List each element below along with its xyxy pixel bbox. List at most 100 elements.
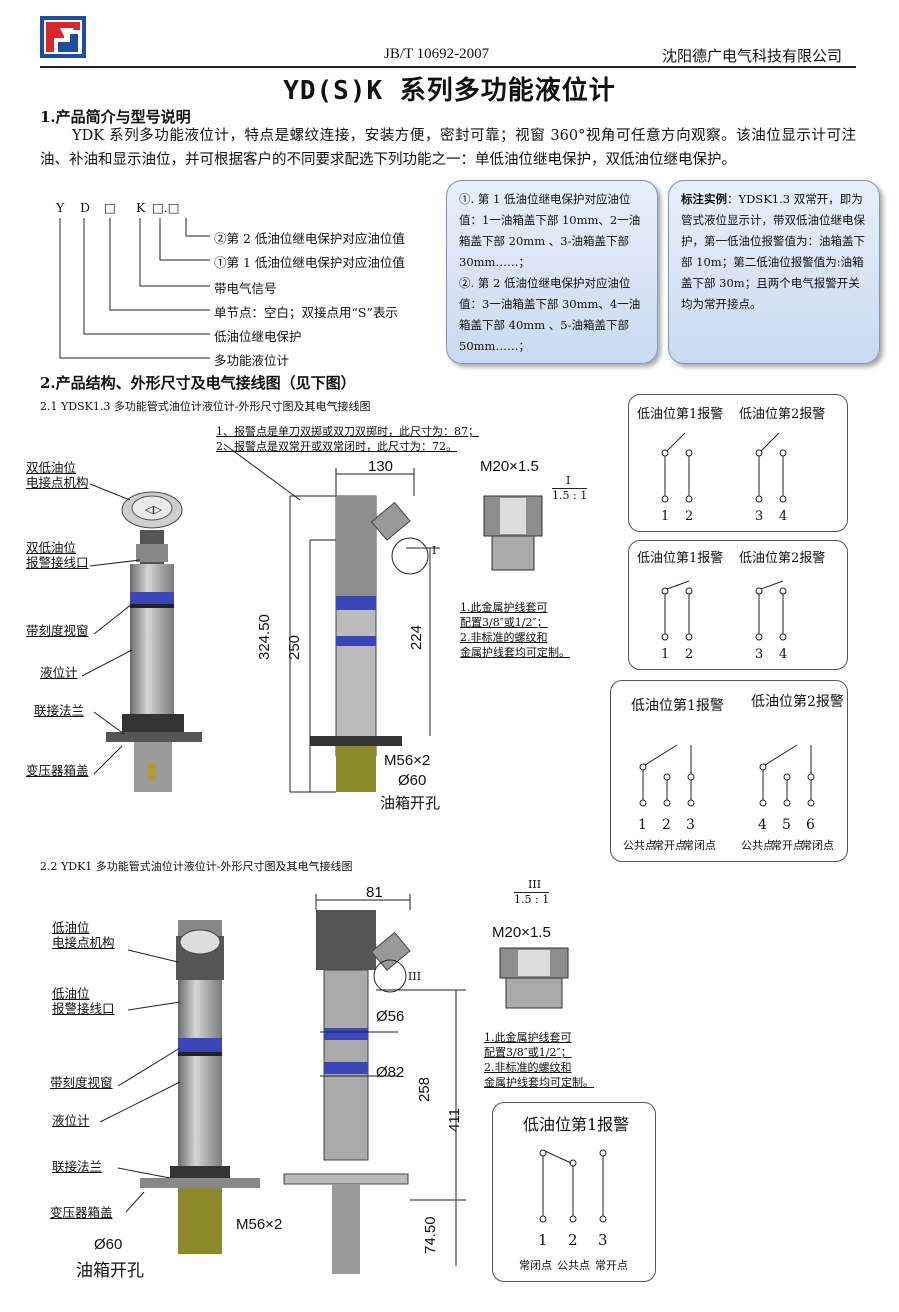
detail3-note: 2.非标准的螺纹和 [484,1061,572,1074]
detail1-note: 配置3/8″或1/2″； [460,616,548,629]
wiring-title: 低油位第2报警 [739,407,826,422]
terminal-number: 5 [782,817,791,833]
terminal-caption: 常闭点 [683,839,716,852]
code-label: 低油位继电保护 [214,329,302,344]
code-char: □.□ [152,200,180,215]
terminal-number: 2 [568,1231,578,1249]
code-char: K [136,200,146,215]
standard-number: JB/T 10692-2007 [384,46,490,62]
terminal-caption: 常开点 [595,1259,628,1272]
terminal-number: 4 [758,817,767,833]
dim-width: 81 [366,884,383,901]
terminal-caption: 公共点 [623,839,656,852]
detail-callout: I [432,544,437,557]
figure1-product-view: ◁▷ [100,480,210,810]
model-code-diagram: Y D □ K □.□ ②第 2 低油位继电保护对应油位值 ①第 1 低油位继电… [40,196,440,370]
terminal-number: 4 [779,647,788,662]
dim-total-height: 324.50 [256,614,273,660]
company-logo [40,16,86,58]
detail3-note: 配置3/8″或1/2″； [484,1046,572,1059]
wiring-diagram-4: 低油位第1报警 1 2 3 常闭点 公共点 常开点 [492,1102,656,1282]
terminal-number: 3 [755,509,764,524]
detail1-note: 1.此金属护线套可 [460,601,548,614]
label-level-gauge: 液位计 [40,665,78,680]
wiring-title: 低油位第2报警 [751,694,844,710]
detail-callout: III [408,970,422,983]
example-label: 标注实例 [681,192,727,206]
wiring-title: 低油位第1报警 [523,1115,630,1134]
terminal-number: 2 [685,509,694,524]
terminal-number: 2 [685,647,694,662]
code-label: 带电气信号 [214,281,277,296]
terminal-number: 6 [806,817,815,833]
intro-paragraph: YDK 系列多功能液位计，特点是螺纹连接，安装方便，密封可靠；视窗 360°视角… [40,128,856,168]
label-tank-cover: 变压器箱盖 [50,1205,113,1220]
code-char: □ [104,200,116,215]
terminal-caption: 常闭点 [801,839,834,852]
relay-setting-2: ②. 第 2 低油位继电保护对应油位值：3一油箱盖下部 30mm、4一油箱盖下部… [459,276,641,353]
terminal-number: 4 [779,509,788,524]
detail-thread: M20×1.5 [492,924,551,941]
code-label: ①第 1 低油位继电保护对应油位值 [214,255,405,270]
wiring-title: 低油位第1报警 [631,698,724,714]
figure1-note-2: 2、报警点是双常开或双常闭时，此尺寸为：72。 [216,440,457,453]
wiring-diagram-1: 低油位第1报警 低油位第2报警 1 2 3 4 [628,394,848,532]
page-title: YD(S)K 系列多功能液位计 [283,76,616,106]
figure1-dimension-drawing: 130 324.50 250 224 I [256,458,460,820]
code-label: 多功能液位计 [214,353,290,368]
section2-heading: 2.产品结构、外形尺寸及电气接线图（见下图） [40,374,356,392]
detail1-view [478,486,548,576]
section1-heading: 1.产品简介与型号说明 [40,108,191,126]
detail-scale: 1.5 : 1 [514,892,550,906]
terminal-caption: 常开点 [771,839,804,852]
terminal-number: 1 [538,1231,548,1249]
detail-scale: 1.5 : 1 [552,488,588,502]
relay-setting-box: ①. 第 1 低油位继电保护对应油位值：1一油箱盖下部 10mm、2一油箱盖下部… [446,180,658,364]
detail-id: III [528,878,542,891]
dim-thread: M56×2 [236,1216,283,1233]
company-name: 沈阳德广电气科技有限公司 [662,47,843,65]
relay-setting-1: ①. 第 1 低油位继电保护对应油位值：1一油箱盖下部 10mm、2一油箱盖下部… [459,192,641,269]
label-level-gauge: 液位计 [52,1113,90,1128]
dim-hole-label: 油箱开孔 [380,795,441,812]
dim-width: 130 [368,458,394,475]
code-char: D [80,200,91,215]
detail-thread: M20×1.5 [480,458,539,475]
dim-diameter-56: Ø56 [376,1008,405,1025]
terminal-caption: 常闭点 [519,1259,552,1272]
code-label: ②第 2 低油位继电保护对应油位值 [214,231,405,246]
figure1-caption: 2.1 YDSK1.3 多功能管式油位计液位计-外形尺寸图及其电气接线图 [40,400,371,413]
figure1-note-1: 1、报警点是单刀双掷或双刀双掷时，此尺寸为：87； [216,425,479,438]
figure2-product-view [140,920,260,1270]
dim-hole-dia: Ø60 [94,1236,123,1253]
terminal-number: 3 [686,817,695,833]
detail3-note: 金属护线套均可定制。 [484,1076,594,1089]
dim-height-411: 411 [446,1108,463,1132]
label-scale-window: 带刻度视窗 [26,623,89,638]
dim-height-250: 250 [286,634,303,660]
detail1-note: 金属护线套均可定制。 [460,646,570,659]
detail3-view [494,944,574,1014]
dim-diameter-82: Ø82 [376,1064,405,1081]
dim-hole-label: 油箱开孔 [76,1261,144,1280]
code-char: Y [56,200,65,215]
label-dual-contact-mechanism: 双低油位 电接点机构 [26,460,89,490]
code-label: 单节点：空白；双接点用“S”表示 [214,305,398,320]
detail1-note: 2.非标准的螺纹和 [460,631,548,644]
detail-id: I [566,474,571,487]
label-flange: 联接法兰 [34,703,85,718]
label-flange: 联接法兰 [52,1159,103,1174]
terminal-number: 3 [755,647,764,662]
label-contact-mechanism: 低油位 电接点机构 [52,920,115,950]
terminal-number: 1 [661,647,670,662]
terminal-number: 1 [638,817,647,833]
svg-text:◁▷: ◁▷ [145,504,162,516]
dim-hole-dia: Ø60 [398,772,427,789]
dim-height-74-50: 74.50 [422,1216,439,1254]
label-tank-cover: 变压器箱盖 [26,763,89,778]
figure2-caption: 2.2 YDK1 多功能管式油位计液位计-外形尺寸图及其电气接线图 [40,860,353,873]
terminal-caption: 常开点 [653,839,686,852]
label-alarm-port: 低油位 报警接线口 [52,986,115,1016]
terminal-number: 1 [661,509,670,524]
wiring-title: 低油位第1报警 [637,551,724,566]
